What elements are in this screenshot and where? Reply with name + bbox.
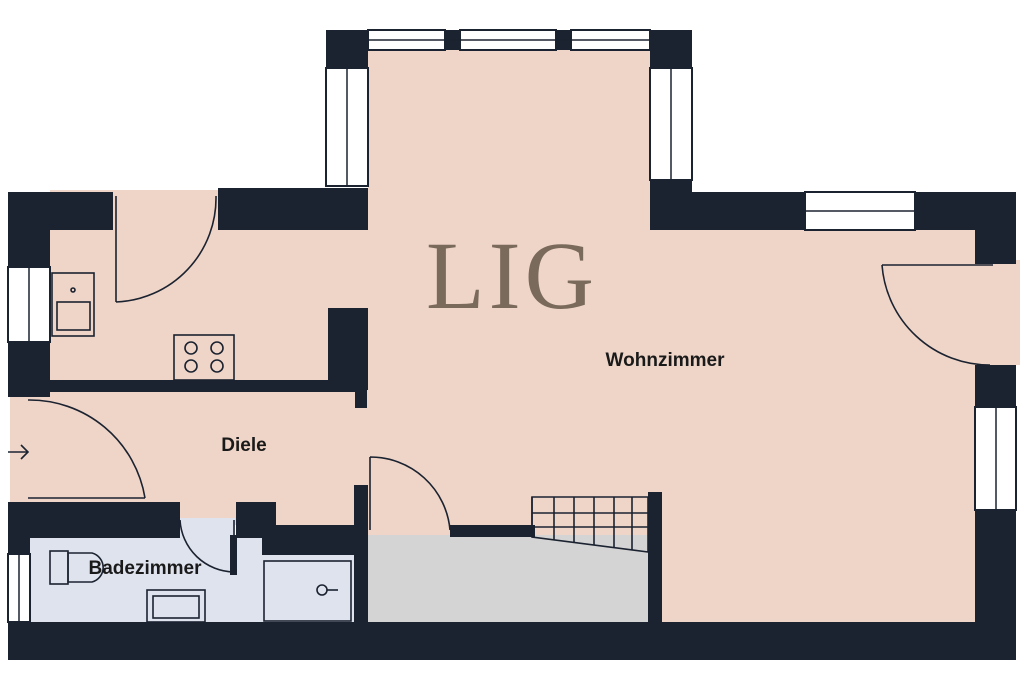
door-storage [369,456,451,531]
wall-bath-top-right [262,525,368,555]
wall-right-bottom [975,510,1016,660]
fixtures [8,272,649,623]
wall-bath-top-left [8,502,180,538]
wall-bay-right [650,30,692,68]
door-kitchen [115,195,217,303]
wall-left-mid [8,342,50,397]
sink-icon [51,272,95,337]
wall-kitchen-bottom [50,380,360,392]
doors [27,195,993,573]
wall-storage-right [648,492,662,625]
floor-bath-door [180,518,235,538]
stove-icon [173,334,235,381]
wall-right-top [975,192,1016,264]
wall-bay-left [326,30,368,68]
room-label-badezimmer: Badezimmer [89,558,203,579]
wall-right-mid [975,365,1016,407]
floor-bay [368,50,650,220]
floor-storage [368,535,650,625]
wall-kitchen-right [328,308,368,390]
toilet-icon [49,550,104,585]
wall-top-mid [218,188,368,230]
floors [10,50,1020,625]
wall-left-low [8,622,30,660]
wall-kitchen-stub [355,380,367,408]
door-right [881,264,993,366]
wall-storage-top [450,525,535,537]
walls [8,30,1016,660]
washbasin-icon [146,589,206,623]
logo-text: LIG [426,222,598,329]
floor-right-door [975,260,1020,365]
door-entrance [27,399,146,499]
wall-top-left [8,192,113,230]
entrance-arrow-icon [8,444,30,460]
floor-bath-shower [262,555,354,625]
wall-top-right [650,192,805,230]
wall-diele-right [354,485,368,625]
wall-bottom [8,622,1016,660]
door-bath [179,519,235,573]
stairs-icon [531,496,649,553]
room-label-wohnzimmer: Wohnzimmer [606,350,726,371]
shower-icon [263,560,352,622]
room-label-diele: Diele [221,435,266,456]
window-mullions [18,39,997,622]
